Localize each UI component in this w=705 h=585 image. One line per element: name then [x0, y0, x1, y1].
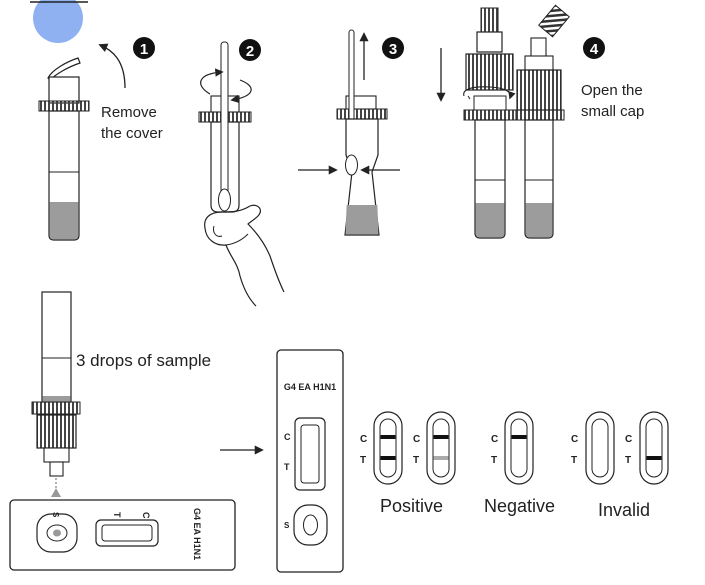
result-negative: C T [491, 411, 534, 485]
cassette-vertical: G4 EA H1N1 C T S [276, 349, 344, 573]
step-1-label: Remove the cover [101, 104, 163, 142]
dispensing-tube [31, 291, 81, 477]
step-2-tube-with-swab [198, 41, 252, 213]
result-invalid-2: C T [625, 411, 669, 485]
step-2-number: 2 [246, 43, 254, 60]
positive-1-t-label: T [360, 455, 366, 466]
cassette-horizontal-t-label: T [112, 512, 122, 518]
drops-label: 3 drops of sample [76, 351, 211, 370]
step-3-tube-squeeze [336, 29, 388, 236]
positive-2-c-label: C [413, 434, 420, 445]
decorative-blue-circle [33, 0, 83, 43]
cassette-horizontal-s-label: S [51, 512, 60, 518]
positive-2-t-label: T [413, 455, 419, 466]
cassette-horizontal-brand: G4 EA H1N1 [192, 508, 202, 560]
step-3-number: 3 [389, 41, 397, 58]
result-invalid-1: C T [571, 411, 615, 485]
cassette-horizontal: S T C G4 EA H1N1 [9, 499, 236, 571]
step-1-number: 1 [140, 41, 148, 58]
invalid-2-t-label: T [625, 455, 631, 466]
step-4-number-badge: 4 [583, 37, 605, 59]
result-positive-1: C T [360, 411, 403, 485]
step-4-number: 4 [590, 41, 599, 58]
drop-indicator [51, 478, 61, 497]
step-4-label-line-2: small cap [581, 103, 644, 120]
step-1-number-badge: 1 [133, 37, 155, 59]
invalid-1-t-label: T [571, 455, 577, 466]
invalid-2-c-label: C [625, 434, 632, 445]
result-positive-2: C T [413, 411, 456, 485]
cassette-vertical-brand: G4 EA H1N1 [284, 382, 336, 392]
hand-squeezing [204, 204, 285, 307]
step-1-tube [38, 57, 90, 241]
liquid-fill [345, 205, 379, 235]
positive-label: Positive [380, 496, 443, 516]
step-4-tube-dropper-cap [463, 7, 517, 239]
cassette-horizontal-c-label: C [141, 512, 151, 519]
cassette-vertical-c-label: C [284, 432, 291, 442]
step-1-label-line-2: the cover [101, 125, 163, 142]
negative-label: Negative [484, 496, 555, 516]
peel-arrow [98, 43, 126, 89]
positive-1-c-label: C [360, 434, 367, 445]
step-1-label-line-1: Remove [101, 104, 157, 121]
step-4-tube-opened [515, 4, 570, 239]
step-2-number-badge: 2 [239, 39, 261, 61]
negative-t-label: T [491, 455, 497, 466]
step-4-label-line-1: Open the [581, 82, 643, 99]
step-3-number-badge: 3 [382, 37, 404, 59]
cassette-vertical-t-label: T [284, 462, 290, 472]
liquid-fill [475, 203, 505, 238]
liquid-fill [49, 202, 79, 240]
invalid-label: Invalid [598, 500, 650, 520]
liquid-fill [525, 203, 553, 238]
cassette-vertical-s-label: S [284, 521, 290, 530]
step-4-label: Open the small cap [581, 82, 647, 120]
negative-c-label: C [491, 434, 498, 445]
invalid-1-c-label: C [571, 434, 578, 445]
